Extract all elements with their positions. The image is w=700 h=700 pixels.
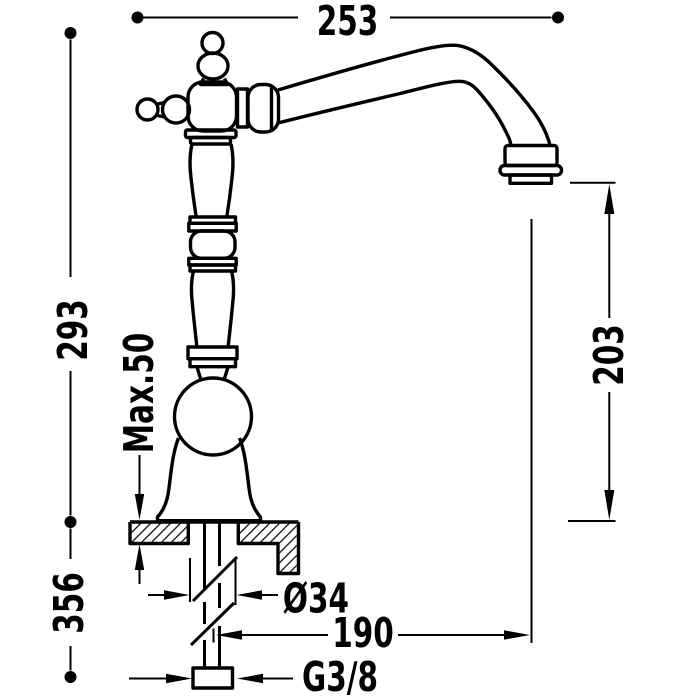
spout-tube-bottom-edge <box>277 79 513 146</box>
handle-left-neck <box>157 100 165 119</box>
dim-endpoint-dot <box>131 11 144 24</box>
deck-hatch-left <box>130 522 189 544</box>
nozzle-outlet-tip <box>508 173 554 186</box>
spout-joint-barrel <box>246 82 281 134</box>
spout-joint-collar <box>235 87 250 129</box>
column-base-band-1 <box>186 345 239 361</box>
break-line-lower <box>189 601 236 647</box>
nozzle-cap <box>503 143 559 168</box>
base-sphere <box>172 376 254 457</box>
dim-endpoint-dot <box>64 671 77 683</box>
column-ring-4 <box>188 263 238 273</box>
arrowhead-down <box>604 490 615 520</box>
dimension-annotations: 253 293 356 Max.50 203 Ø34 190 <box>46 0 633 700</box>
dim-hole-diameter-label: Ø34 <box>283 576 349 623</box>
dim-endpoint-dot <box>64 516 77 528</box>
dim-deck-thickness-label: Max.50 <box>116 333 163 454</box>
column-torus-bulge <box>188 229 237 260</box>
arrowhead-down <box>134 494 145 520</box>
arrowhead-left <box>216 630 242 640</box>
column-top-band <box>188 135 233 146</box>
column-upper-section <box>188 143 235 218</box>
spout-tube-top-edge <box>277 43 552 146</box>
dim-endpoint-dot <box>64 27 77 39</box>
valve-body <box>186 80 239 133</box>
arrowhead-right <box>164 590 190 600</box>
handle-left-small-ball <box>135 97 160 122</box>
dim-thread-label: G3/8 <box>302 654 378 700</box>
faucet-body-drawing <box>135 30 564 523</box>
supply-shank-drawing <box>189 521 239 690</box>
handle-top-small-ball <box>200 30 225 56</box>
arrowhead-up <box>134 544 145 570</box>
deck-right-slab-outline <box>236 522 301 576</box>
dim-spout-height-label: 203 <box>586 324 633 386</box>
mounting-deck-section <box>128 520 301 576</box>
dim-endpoint-dot <box>552 11 564 24</box>
arrowhead-right <box>166 673 192 684</box>
handle-top-large-ball <box>196 51 230 81</box>
deck-hatch-right <box>238 522 299 574</box>
break-line-upper <box>191 555 239 603</box>
column-lower-section <box>189 270 236 348</box>
dim-spout-height-ticks <box>568 181 616 522</box>
column-neck <box>195 366 230 379</box>
dim-hole-extension-lines <box>189 558 237 605</box>
arrowhead-right <box>504 630 530 640</box>
dim-depth-label: 253 <box>317 0 379 45</box>
deck-left-slab-outline <box>128 522 190 546</box>
dim-height-above-label: 293 <box>50 299 97 361</box>
arrowhead-left <box>237 673 263 684</box>
dim-total-height-label: 356 <box>46 572 93 634</box>
dim-reach-label: 190 <box>332 610 394 657</box>
arrowhead-left <box>236 590 262 600</box>
column-base-band-2 <box>188 357 238 369</box>
handle-left-large-ball <box>160 94 192 125</box>
bell-base <box>155 437 263 523</box>
inlet-thread-nut <box>191 666 235 690</box>
arrowhead-up <box>604 184 615 214</box>
